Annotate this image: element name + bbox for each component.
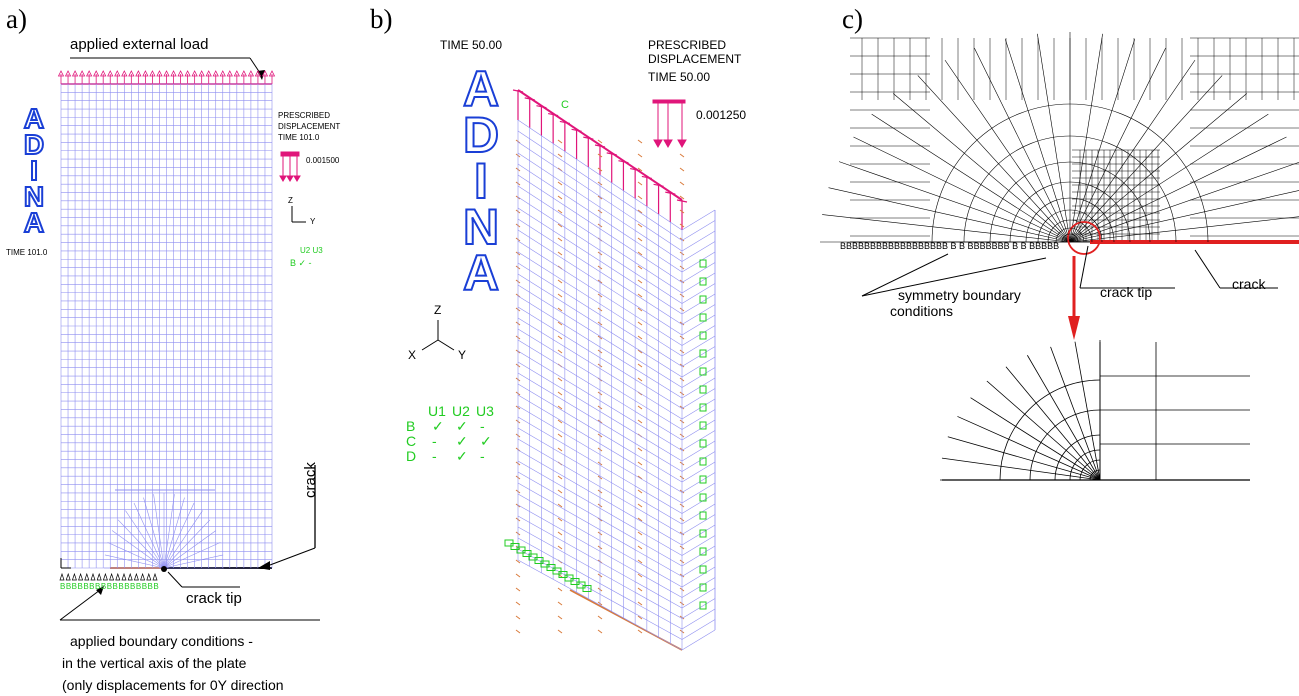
panel-label-b: b): [370, 4, 393, 34]
panel-a: a) A D I N A: [0, 0, 370, 696]
boundary-conditions-text: applied boundary conditions - in the ver…: [62, 633, 284, 693]
panel-label-a: a): [6, 4, 27, 34]
crack-label-c: crack: [1232, 276, 1266, 292]
c-node-label: C: [561, 99, 569, 111]
prescribed-displacement-label-b: PRESCRIBED DISPLACEMENT TIME 50.00: [648, 38, 742, 84]
axis-y-label-b: Y: [458, 348, 467, 362]
bc-header: U2 U3: [300, 246, 323, 255]
b-row-a: BBBBBBBBBBBBBBBBB: [60, 582, 160, 591]
bc-table-row-c: C-✓✓: [406, 433, 492, 449]
displacement-value-b: 0.001250: [696, 108, 747, 122]
crack-tip-label-c: crack tip: [1100, 284, 1153, 300]
prescribed-displacement-label: PRESCRIBED DISPLACEMENT TIME 101.0: [278, 111, 341, 142]
time-label-left: TIME 101.0: [6, 248, 48, 257]
axis-x-label-b: X: [408, 348, 417, 362]
b-row-c: BBBBBBBBBBBBBBBBBB B B BBBBBBB B B BBBBB: [840, 241, 1060, 251]
crack-tip-mesh-c: [820, 32, 1299, 481]
axis-z-label-b: Z: [434, 303, 442, 317]
plate-mesh-3d-b: [421, 89, 716, 651]
panel-b: b) TIME 50.00 A D I N A PRESCRIBED DISPL…: [370, 0, 810, 696]
bc-table-row-d: D-✓-: [406, 448, 485, 464]
axis-y-label: Y: [310, 217, 316, 226]
plate-mesh-a: [57, 57, 320, 621]
panel-c: c) BBBBBBBBBBBBBBBBBB B B BBBBBBB B B BB…: [810, 0, 1299, 696]
displacement-value: 0.001500: [306, 156, 340, 165]
axis-z-label: Z: [288, 196, 293, 205]
crack-tip-label-a: crack tip: [186, 590, 242, 607]
crack-label-a: crack: [302, 462, 319, 498]
symmetry-bc-label: symmetry boundary conditions: [890, 287, 1021, 319]
adina-logo-a: A D I N A: [23, 103, 45, 238]
time-label-b: TIME 50.00: [440, 38, 503, 52]
panel-label-c: c): [842, 4, 863, 34]
applied-load-label: applied external load: [70, 36, 209, 53]
bc-table-row-b: B✓✓-: [406, 418, 485, 434]
bc-row: B ✓ -: [290, 258, 312, 268]
adina-logo-b: A D I N A: [462, 61, 500, 301]
